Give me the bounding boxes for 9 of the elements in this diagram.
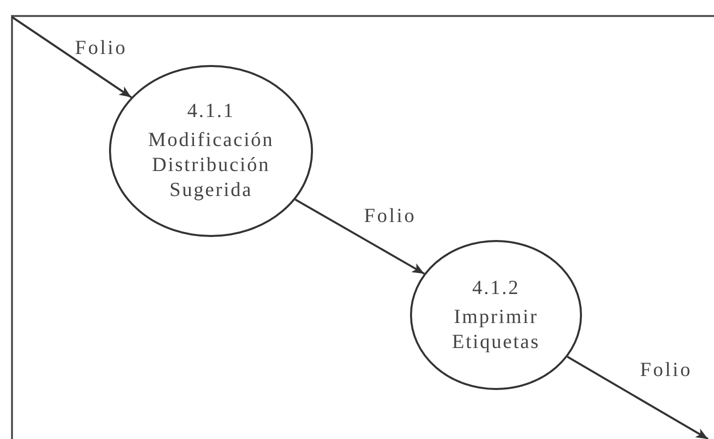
process-bubble <box>410 240 582 390</box>
process-number: 4.1.2 <box>471 276 521 300</box>
process-number: 4.1.1 <box>186 99 236 124</box>
process-name: Imprimir Etiquetas <box>451 304 541 354</box>
arrow <box>566 356 708 439</box>
process-bubble <box>109 65 313 237</box>
arrow <box>11 16 132 98</box>
process-name: Modificación Distribución Sugerida <box>147 128 275 203</box>
arrow <box>294 198 425 275</box>
